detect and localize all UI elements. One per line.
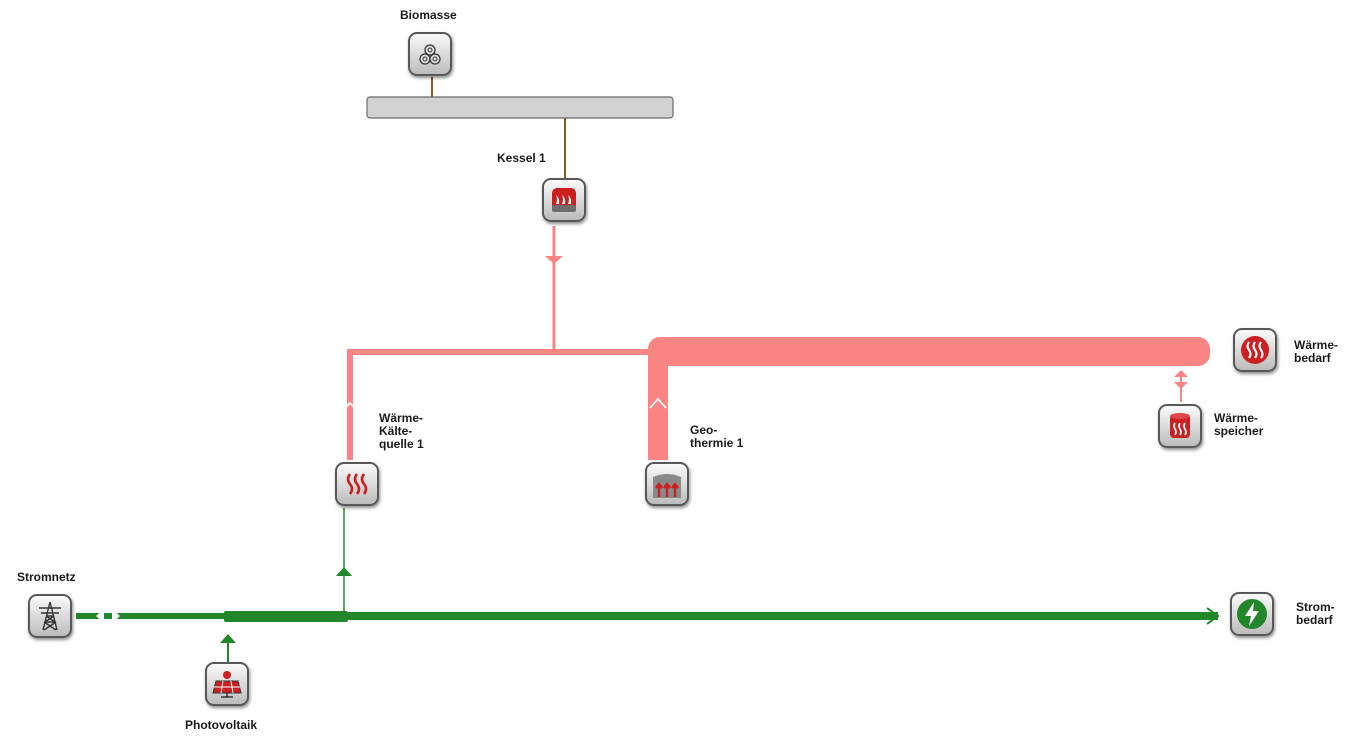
waermespeicher-label: Wärme- speicher [1214, 411, 1264, 438]
geothermal-arrows-icon [653, 474, 681, 498]
boiler-heat-arrow [545, 256, 563, 264]
grid-arrow-right [112, 609, 120, 623]
storage-arrow-up [1174, 370, 1188, 377]
geothermie-node[interactable] [645, 462, 689, 506]
geothermal-arrow [649, 397, 667, 409]
kessel-label: Kessel 1 [497, 151, 546, 165]
waermequelle-label: Wärme- Kälte- quelle 1 [379, 411, 424, 451]
heat-source-arrow [342, 401, 358, 411]
stromnetz-label: Stromnetz [17, 570, 76, 584]
photovoltaik-node[interactable] [205, 662, 249, 706]
biomass-logs-icon [419, 44, 441, 65]
waermebedarf-node[interactable] [1233, 328, 1277, 372]
photovoltaik-label: Photovoltaik [185, 718, 258, 732]
biomasse-label: Biomasse [400, 8, 457, 22]
biomasse-node[interactable] [408, 32, 452, 76]
pv-feed-arrow [220, 634, 236, 643]
strombedarf-label: Strom- bedarf [1296, 600, 1335, 627]
storage-arrow-down [1174, 382, 1188, 389]
stromnetz-node[interactable] [28, 594, 72, 638]
power-main-mid [224, 611, 348, 622]
heat-waves-icon [346, 473, 368, 495]
heat-source-power-arrow [336, 567, 352, 576]
lightning-icon [1237, 599, 1267, 629]
power-demand-arrow [1206, 607, 1220, 625]
boiler-flame-icon [552, 188, 576, 212]
geothermal-riser [648, 350, 668, 460]
grid-arrow-left [96, 609, 104, 623]
waermequelle-node[interactable] [335, 462, 379, 506]
kessel-node[interactable] [542, 178, 586, 222]
heat-main-right [648, 337, 1210, 366]
solar-panel-icon [212, 671, 242, 698]
heat-demand-icon [1241, 336, 1269, 364]
strombedarf-node[interactable] [1230, 592, 1274, 636]
waermebedarf-label: Wärme- bedarf [1294, 338, 1339, 365]
waermespeicher-node[interactable] [1158, 404, 1202, 448]
fuel-bus-bar[interactable] [366, 96, 674, 119]
power-pylon-icon [39, 601, 61, 631]
heat-storage-tank-icon [1170, 413, 1190, 438]
heat-demand-arrow [1208, 339, 1222, 363]
geothermie-label: Geo- thermie 1 [690, 423, 744, 450]
